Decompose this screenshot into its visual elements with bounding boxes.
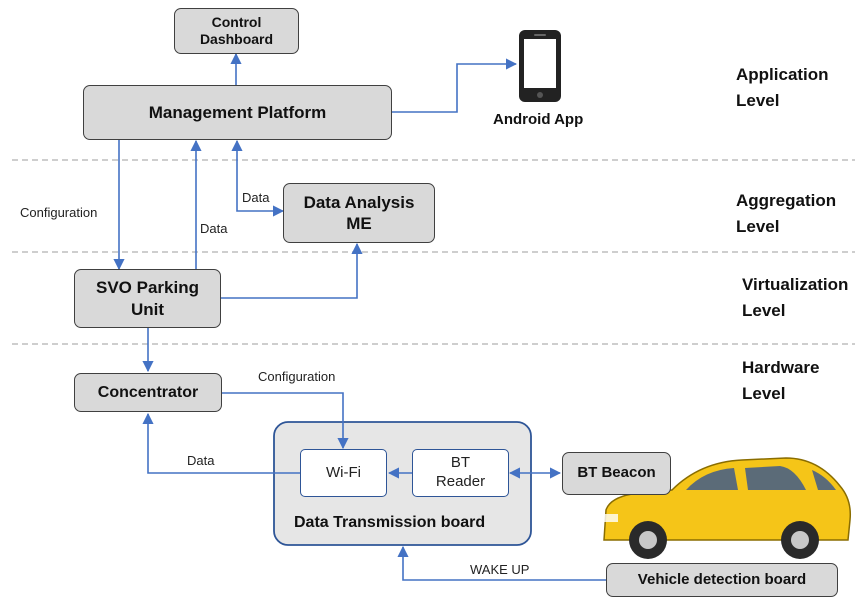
edge-label-data-hw: Data xyxy=(187,453,215,468)
arrow-svo-to-analysis xyxy=(221,242,363,299)
level-aggregation: Aggregation Level xyxy=(736,191,837,237)
management-platform-box: Management Platform xyxy=(83,85,392,140)
data-transmission-board-label: Data Transmission board xyxy=(294,514,486,531)
bt-reader-box: BT Reader xyxy=(412,449,509,497)
edge-label-configuration-left: Configuration xyxy=(20,205,98,220)
edge-label-wake-up: WAKE UP xyxy=(470,562,530,577)
arrow-data-mp-to-analysis xyxy=(231,139,285,217)
android-phone-icon xyxy=(519,30,561,102)
level-virtualization: Virtualization Level xyxy=(742,275,849,321)
car-icon xyxy=(603,457,852,559)
wifi-box: Wi-Fi xyxy=(300,449,387,497)
arrow-data-wifi-to-concentrator xyxy=(142,412,300,474)
arrow-wakeup xyxy=(397,545,606,581)
bt-beacon-box: BT Beacon xyxy=(562,452,671,495)
arrow-mp-to-android xyxy=(392,58,518,113)
arrow-configuration-concentrator-to-wifi xyxy=(222,392,349,450)
control-dashboard-box: Control Dashboard xyxy=(174,8,299,54)
edge-label-configuration-hw: Configuration xyxy=(258,369,336,384)
vehicle-detection-board-box: Vehicle detection board xyxy=(606,563,838,597)
concentrator-box: Concentrator xyxy=(74,373,222,412)
level-application: Application Level xyxy=(736,65,829,111)
level-hardware: Hardware Level xyxy=(742,358,820,404)
svo-parking-unit-box: SVO Parking Unit xyxy=(74,269,221,328)
edge-label-data-mp-svo: Data xyxy=(200,221,228,236)
data-analysis-box: Data Analysis ME xyxy=(283,183,435,243)
edge-label-data-to-analysis: Data xyxy=(242,190,270,205)
android-app-label: Android App xyxy=(493,111,584,128)
